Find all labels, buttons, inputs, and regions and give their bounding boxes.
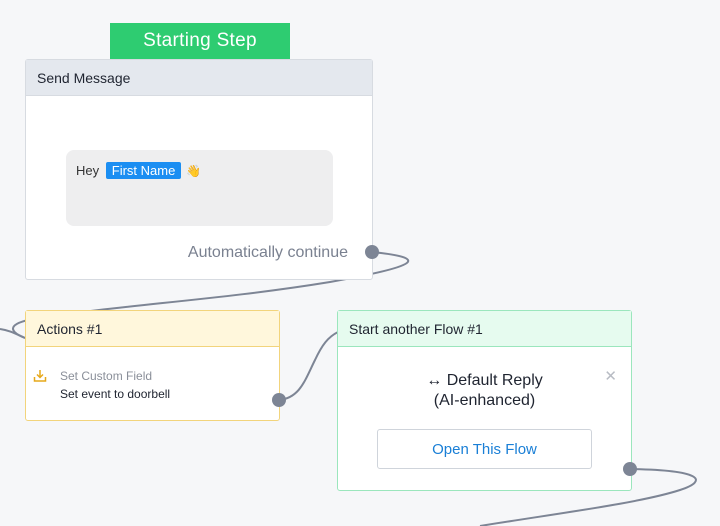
actions-output-port[interactable] [272,393,286,407]
actions-header: Actions #1 [26,311,279,347]
auto-continue-label: Automatically continue [187,244,348,261]
send-message-output-port[interactable] [365,245,379,259]
flow-name-line1: ↔ Default Reply [426,372,543,389]
action-type-label: Set Custom Field [60,369,153,383]
message-greeting: Hey [76,163,100,178]
flow-name: ↔ Default Reply (AI-enhanced) [338,371,631,411]
send-message-node[interactable]: Send Message Hey First Name 👋 Automatica… [25,59,373,280]
waving-hand-icon: 👋 [185,164,201,178]
action-detail-label: Set event to doorbell [60,387,171,401]
close-icon[interactable]: ✕ [604,368,617,385]
start-flow-node[interactable]: Start another Flow #1 ↔ Default Reply (A… [337,310,632,491]
actions-node[interactable]: Actions #1 Set Custom Field Set event to… [25,310,280,421]
message-bubble[interactable]: Hey First Name 👋 [66,150,333,226]
flow-name-line2: (AI-enhanced) [433,392,536,409]
download-icon [33,369,47,383]
first-name-field-tag: First Name [105,162,182,179]
send-message-header: Send Message [26,60,372,96]
open-this-flow-button[interactable]: Open This Flow [377,429,592,469]
connector-left-entry [0,328,26,339]
start-flow-output-port[interactable] [623,462,637,476]
set-custom-field-action[interactable]: Set Custom Field Set event to doorbell [33,369,171,401]
connector-actions-to-flow [278,331,339,401]
starting-step-badge: Starting Step [110,23,290,59]
start-flow-header: Start another Flow #1 [338,311,631,347]
